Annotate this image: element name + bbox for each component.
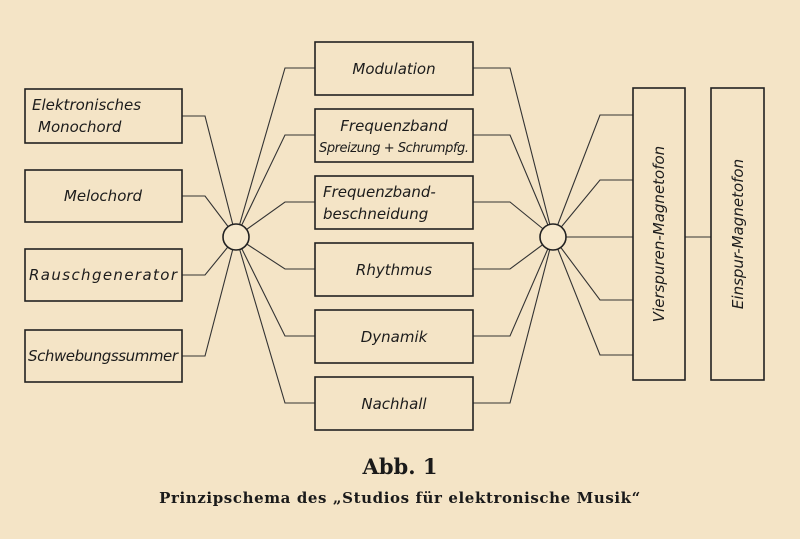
recorder-box-einspur-magnetofon: Einspur-Magnetofon	[710, 87, 765, 381]
recorder-input-connector	[552, 236, 633, 301]
processor-input-connector	[235, 201, 315, 238]
source-connector	[182, 195, 237, 238]
processor-input-connector	[235, 236, 315, 404]
source-label: Elektronisches	[32, 96, 141, 114]
connection-lines	[182, 67, 711, 404]
figure-number: Abb. 1	[362, 454, 438, 479]
processor-input-connector	[235, 236, 315, 270]
source-connector	[182, 236, 237, 357]
processor-output-connector	[473, 236, 554, 337]
processor-label: Frequenzband-	[323, 183, 436, 201]
processor-label: Dynamik	[361, 328, 429, 346]
processor-box-frequenzband-spreizung: Frequenzband Spreizung + Schrumpfg.	[314, 108, 474, 163]
processor-label: Spreizung + Schrumpfg.	[319, 141, 469, 156]
processor-input-connector	[235, 134, 315, 238]
processor-output-connector	[473, 67, 554, 238]
processor-box-nachhall: Nachhall	[314, 376, 474, 431]
source-connector	[182, 115, 237, 238]
junction-left	[222, 223, 250, 251]
source-label: Monochord	[38, 118, 122, 136]
processor-output-connector	[473, 201, 554, 238]
processor-box-rhythmus: Rhythmus	[314, 242, 474, 297]
source-label: Melochord	[64, 187, 143, 205]
processor-label: Frequenzband	[340, 117, 448, 135]
processor-box-dynamik: Dynamik	[314, 309, 474, 364]
recorder-label: Vierspuren-Magnetofon	[650, 146, 668, 322]
source-box-elektronisches-monochord: Elektronisches Monochord	[24, 88, 183, 144]
processor-output-connector	[473, 236, 554, 404]
processor-input-connector	[235, 67, 315, 238]
processor-label: Rhythmus	[356, 261, 432, 279]
processor-input-connector	[235, 236, 315, 337]
processor-label: Modulation	[352, 60, 435, 78]
processor-label: beschneidung	[323, 205, 428, 223]
processor-output-connector	[473, 236, 554, 270]
source-connector	[182, 236, 237, 276]
recorder-input-connector	[552, 179, 633, 238]
source-label: Rauschgenerator	[29, 266, 178, 284]
processor-box-modulation: Modulation	[314, 41, 474, 96]
processor-label: Nachhall	[361, 395, 427, 413]
recorder-label: Einspur-Magnetofon	[729, 159, 747, 309]
recorder-input-connector	[552, 114, 633, 238]
source-box-melochord: Melochord	[24, 169, 183, 223]
processor-box-frequenzband-beschneidung: Frequenzband- beschneidung	[314, 175, 474, 230]
junction-right	[539, 223, 567, 251]
recorder-input-connector	[552, 236, 633, 356]
recorder-box-vierspuren-magnetofon: Vierspuren-Magnetofon	[632, 87, 686, 381]
source-box-rauschgenerator: Rauschgenerator	[24, 248, 183, 302]
processor-output-connector	[473, 134, 554, 238]
source-label: Schwebungssummer	[28, 347, 179, 365]
figure-caption: Prinzipschema des „Studios für elektroni…	[159, 489, 641, 507]
source-box-schwebungssummer: Schwebungssummer	[24, 329, 183, 383]
